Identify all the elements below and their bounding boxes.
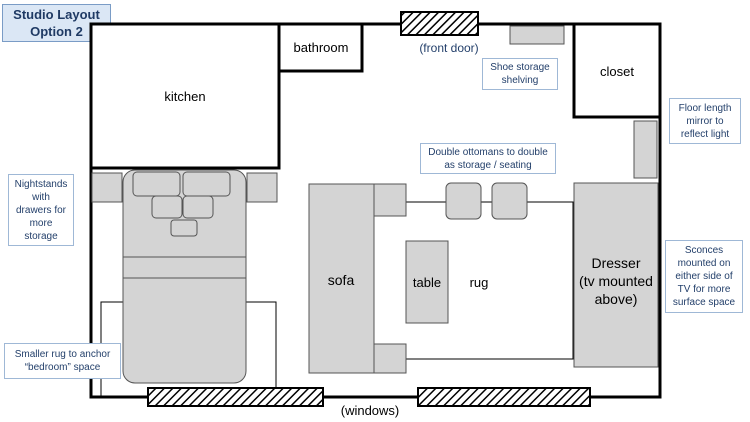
note-line: surface space: [672, 297, 736, 308]
coffee-table: [405, 240, 449, 324]
bathroom-label: bathroom: [294, 40, 349, 55]
bed: [122, 169, 247, 384]
closet-room: [572, 22, 662, 119]
dresser-label-2: (tv mounted: [579, 273, 653, 289]
note-small-rug: Smaller rug to anchor “bedroom” space: [4, 343, 121, 379]
title-line-2: Option 2: [30, 24, 83, 39]
pillow: [182, 171, 231, 197]
ottoman-2: [491, 182, 528, 220]
note-line: mounted on: [677, 258, 731, 269]
sofa-arm-bottom: [373, 343, 407, 374]
note-line: Sconces: [684, 245, 724, 256]
sofa-label: sofa: [328, 272, 355, 288]
windows-label: (windows): [341, 403, 400, 418]
note-line: either side of: [675, 271, 733, 282]
note-nightstands: Nightstands with drawers for more storag…: [8, 174, 74, 246]
title-line-1: Studio Layout: [13, 7, 100, 22]
kitchen-label: kitchen: [164, 89, 205, 104]
note-line: Smaller rug to anchor: [14, 349, 111, 360]
note-mirror: Floor length mirror to reflect light: [669, 98, 741, 144]
note-line: more: [29, 217, 53, 229]
ottoman-1: [445, 182, 482, 220]
note-line: Double ottomans to double: [428, 146, 548, 158]
pillow: [151, 195, 183, 219]
outer-wall: [89, 22, 662, 399]
note-line: TV for more: [677, 284, 731, 295]
kitchen-room: [89, 22, 281, 170]
note-line: shelving: [501, 75, 539, 86]
front-door: [400, 11, 479, 36]
note-line: “bedroom” space: [24, 362, 101, 373]
note-line: mirror to: [686, 115, 724, 127]
note-line: with: [32, 191, 50, 203]
sofa-arm-top: [373, 183, 407, 217]
dresser-label-3: above): [595, 291, 638, 307]
nightstand-right: [246, 172, 278, 203]
window-left: [147, 387, 324, 407]
pillow: [182, 195, 214, 219]
nightstand-left: [91, 172, 123, 203]
rug-label: rug: [470, 275, 489, 290]
shoe-shelf: [509, 25, 565, 45]
note-ottomans: Double ottomans to double as storage / s…: [420, 143, 556, 174]
note-sconces: Sconces mounted on either side of TV for…: [665, 240, 743, 313]
pillow: [170, 219, 198, 237]
bathroom-room: [277, 22, 364, 73]
window-right: [417, 387, 591, 407]
dresser-label-1: Dresser: [591, 255, 640, 271]
sofa: [308, 183, 375, 374]
closet-label: closet: [600, 64, 634, 79]
note-line: as storage / seating: [444, 159, 532, 171]
front-door-label: (front door): [419, 41, 478, 55]
note-line: Shoe storage: [490, 62, 550, 73]
pillow: [132, 171, 181, 197]
note-shoe-storage: Shoe storage shelving: [482, 58, 558, 90]
dresser: [573, 182, 659, 368]
note-line: reflect light: [680, 128, 730, 140]
note-line: Nightstands: [14, 178, 68, 190]
note-line: storage: [24, 230, 58, 242]
mirror: [633, 120, 658, 179]
note-line: Floor length: [678, 102, 732, 114]
note-line: drawers for: [15, 204, 66, 216]
table-label: table: [413, 275, 441, 290]
